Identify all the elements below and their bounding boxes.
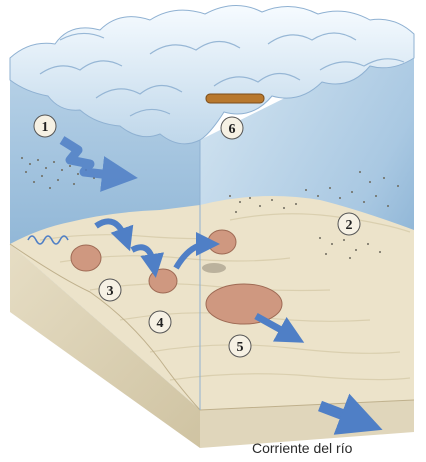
floating-log xyxy=(206,94,264,103)
pebble-2 xyxy=(149,269,177,293)
pebble-rolling-shadow xyxy=(202,263,226,273)
river-current-caption: Corriente del río xyxy=(252,440,352,456)
marker-5-label: 5 xyxy=(237,340,244,355)
marker-1-label: 1 xyxy=(42,120,49,135)
pebble-1 xyxy=(71,245,101,271)
marker-6: 6 xyxy=(221,117,243,139)
marker-4-label: 4 xyxy=(157,316,164,331)
marker-6-label: 6 xyxy=(229,122,236,137)
marker-3: 3 xyxy=(99,279,121,301)
pebble-3 xyxy=(208,230,236,254)
marker-5: 5 xyxy=(229,335,251,357)
marker-2-label: 2 xyxy=(346,218,353,233)
marker-2: 2 xyxy=(338,213,360,235)
marker-1: 1 xyxy=(34,115,56,137)
marker-3-label: 3 xyxy=(107,284,114,299)
marker-4: 4 xyxy=(149,311,171,333)
large-stone xyxy=(206,284,282,324)
